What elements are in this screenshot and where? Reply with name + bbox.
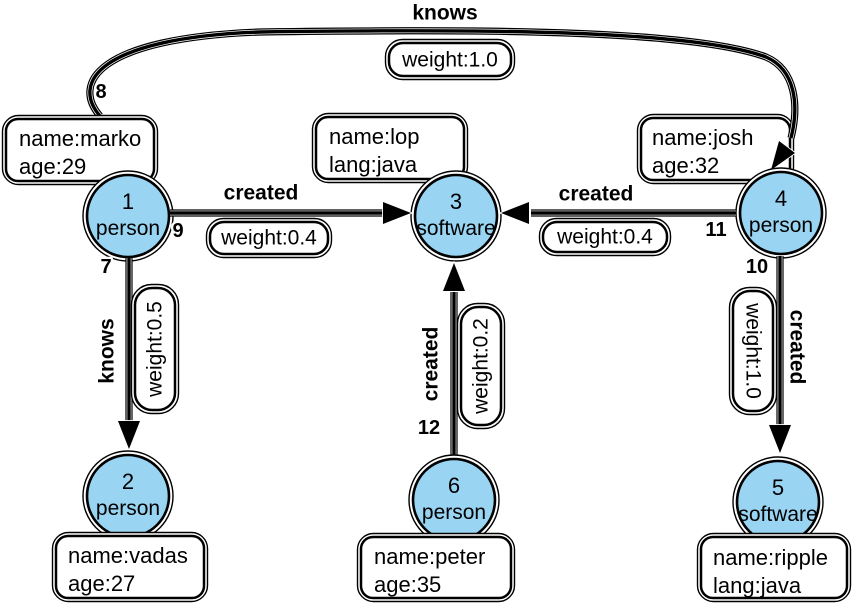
node-5-prop-lang: lang:java <box>713 573 802 598</box>
edge-10-label: created <box>786 310 809 385</box>
edge-7-arrowhead <box>116 420 142 452</box>
node-2-id: 2 <box>122 469 134 494</box>
edge-11-id: 11 <box>705 219 726 241</box>
edge-9-weight: weight:0.4 <box>220 227 317 250</box>
node-2-properties-box <box>51 531 209 603</box>
edge-12-id: 12 <box>418 417 440 439</box>
edge-8-weight-box <box>384 38 516 81</box>
edge-9-arrowhead <box>382 200 414 226</box>
node-4-prop-age: age:32 <box>652 153 719 178</box>
node-3-circle <box>410 170 502 262</box>
node-5-properties-box <box>696 532 852 603</box>
node-4-prop-name: name:josh <box>652 125 754 150</box>
edge-10-weight: weight:1.0 <box>742 302 765 399</box>
node-6-prop-age: age:35 <box>374 572 441 597</box>
edge-8-arrowhead <box>769 139 797 173</box>
node-3-id: 3 <box>450 189 462 214</box>
edge-10-weight-box <box>728 286 778 416</box>
edge-10-created-path <box>767 256 793 456</box>
edge-9-id: 9 <box>172 220 183 242</box>
node-1-properties-box <box>1 114 159 186</box>
edge-10-id: 10 <box>746 256 768 278</box>
node-5-prop-name: name:ripple <box>713 545 828 570</box>
node-5-circle <box>732 456 824 548</box>
node-2-circle <box>82 450 174 542</box>
node-1-id: 1 <box>122 189 134 214</box>
node-3-prop-name: name:lop <box>329 124 420 149</box>
node-6-label: person <box>422 501 486 524</box>
edge-7-knows-path <box>116 258 142 452</box>
node-5-id: 5 <box>772 475 784 500</box>
node-5-label: software <box>738 503 817 526</box>
node-2-prop-name: name:vadas <box>68 543 188 568</box>
edge-9-weight-box <box>205 217 333 259</box>
edge-11-weight: weight:0.4 <box>556 226 653 249</box>
node-6-prop-name: name:peter <box>374 544 485 569</box>
node-3-prop-lang: lang:java <box>329 152 418 177</box>
edge-11-arrowhead <box>498 200 530 226</box>
node-3-properties-box <box>311 112 469 184</box>
node-4-id: 4 <box>775 186 787 211</box>
node-6-properties-box <box>356 532 516 603</box>
edge-11-created-path <box>498 200 736 226</box>
edge-12-weight: weight:0.2 <box>470 318 493 415</box>
edge-12-label: created <box>420 327 443 402</box>
edge-8-weight: weight:1.0 <box>401 49 498 72</box>
edge-8-label: knows <box>412 2 477 25</box>
edge-12-arrowhead <box>441 260 467 292</box>
node-1-prop-age: age:29 <box>19 154 86 179</box>
edge-10-arrowhead <box>767 424 793 456</box>
node-1-prop-name: name:marko <box>19 126 141 151</box>
edge-9-created-path <box>170 200 414 226</box>
node-3-label: software <box>416 217 495 240</box>
edge-9-label: created <box>224 182 299 205</box>
node-1-circle <box>82 170 174 262</box>
edge-11-weight-box <box>538 217 672 257</box>
node-2-label: person <box>96 497 160 520</box>
node-1-label: person <box>96 217 160 240</box>
node-4-circle <box>735 167 827 259</box>
edge-12-weight-box <box>456 302 506 430</box>
edge-8-knows-path <box>86 27 799 173</box>
node-4-label: person <box>749 214 813 237</box>
edge-8-id: 8 <box>95 81 106 103</box>
node-2-prop-age: age:27 <box>68 571 135 596</box>
edge-7-weight: weight:0.5 <box>144 301 167 398</box>
edge-7-weight-box <box>130 283 180 415</box>
edge-12-created-path <box>441 260 467 455</box>
node-6-id: 6 <box>448 473 460 498</box>
edge-11-label: created <box>559 183 634 206</box>
edge-7-label: knows <box>96 318 119 383</box>
edge-7-id: 7 <box>100 256 111 278</box>
node-6-circle <box>408 454 500 546</box>
